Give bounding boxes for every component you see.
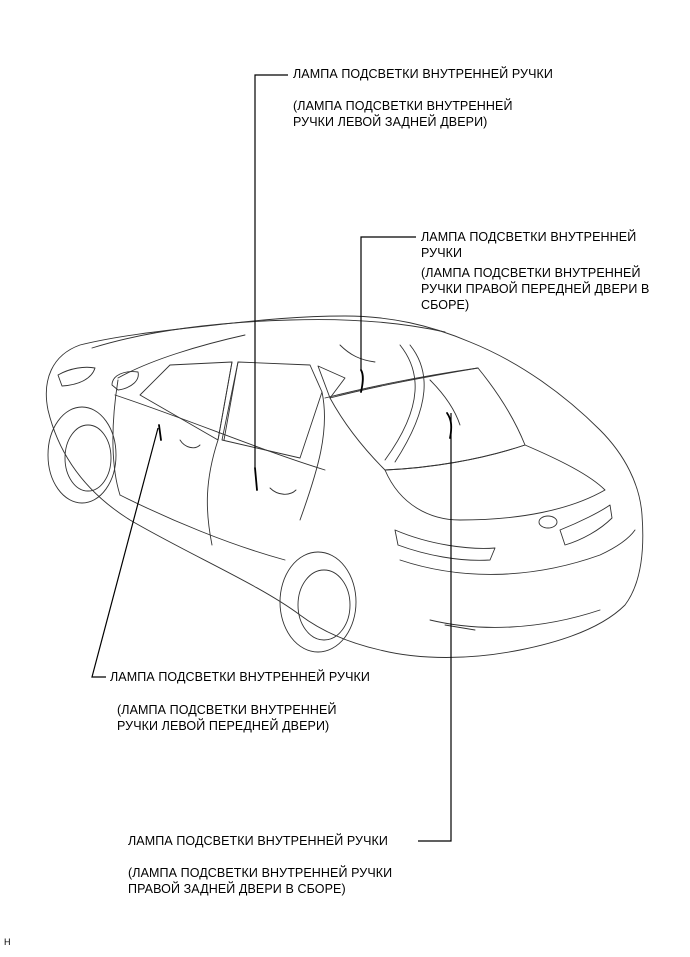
leader-lines [91,74,452,842]
callout-front-left-title: ЛАМПА ПОДСВЕТКИ ВНУТРЕННЕЙ РУЧКИ [110,670,370,684]
headlight [57,366,96,387]
tail-light-right [559,504,613,546]
front-rim [64,424,112,492]
quarter-glass [317,365,346,399]
footer-code: H [4,937,11,947]
exhaust-trim [444,624,476,631]
callout-front-left-detail-2: РУЧКИ ЛЕВОЙ ПЕРЕДНЕЙ ДВЕРИ) [117,719,330,733]
c-pillar-inner [394,344,425,463]
callout-front-right-title-2: РУЧКИ [421,246,463,260]
door-split [206,439,219,546]
rear-door-handle [269,487,297,495]
callout-rear-left-detail-2: РУЧКИ ЛЕВОЙ ЗАДНЕЙ ДВЕРИ) [293,115,488,129]
callout-rear-right-detail-2: ПРАВОЙ ЗАДНЕЙ ДВЕРИ В СБОРЕ) [128,882,346,896]
b-pillar [217,361,239,441]
side-mirror [111,371,139,391]
car-outline-drawing [45,315,644,658]
callout-rear-right-title: ЛАМПА ПОДСВЕТКИ ВНУТРЕННЕЙ РУЧКИ [128,834,388,848]
callout-rear-right-detail-1: (ЛАМПА ПОДСВЕТКИ ВНУТРЕННЕЙ РУЧКИ [128,866,393,880]
front-door-handle [179,439,201,449]
lamp-front-right [360,369,364,393]
rear-tire [279,551,357,653]
interior-seat [339,344,461,426]
rear-bumper [399,529,636,575]
front-window [139,361,233,441]
leader-front-left [91,427,159,678]
lamp-markers [158,369,453,491]
callout-front-right-title-1: ЛАМПА ПОДСВЕТКИ ВНУТРЕННЕЙ [421,230,637,244]
trunk-lid [384,444,606,521]
lamp-rear-left [254,467,258,491]
rear-rim [297,569,351,641]
callout-front-right-detail-3: СБОРЕ) [421,298,470,312]
rear-window [221,361,323,459]
callout-rear-left-detail-1: (ЛАМПА ПОДСВЕТКИ ВНУТРЕННЕЙ [293,99,513,113]
a-pillar [117,334,246,379]
rocker-line [119,494,286,561]
leader-rear-right [418,413,452,842]
leader-front-right [360,236,416,370]
back-glass [329,367,526,471]
rear-door-cut [299,391,325,521]
front-tire [47,406,117,504]
roof-line [91,319,446,349]
leader-rear-left [254,74,288,468]
front-door-cut [112,379,121,496]
callout-front-left-detail-1: (ЛАМПА ПОДСВЕТКИ ВНУТРЕННЕЙ [117,703,337,717]
lamp-front-left [158,424,162,441]
bumper-lower [429,609,601,628]
tail-light-left [394,529,496,561]
car-body-outline [45,315,644,658]
rear-emblem [538,515,558,529]
beltline [114,394,326,471]
callout-front-right-detail-2: РУЧКИ ПРАВОЙ ПЕРЕДНЕЙ ДВЕРИ В [421,282,650,296]
c-pillar [384,344,416,461]
callout-front-right-detail-1: (ЛАМПА ПОДСВЕТКИ ВНУТРЕННЕЙ [421,266,641,280]
callout-rear-left-title: ЛАМПА ПОДСВЕТКИ ВНУТРЕННЕЙ РУЧКИ [293,67,553,81]
